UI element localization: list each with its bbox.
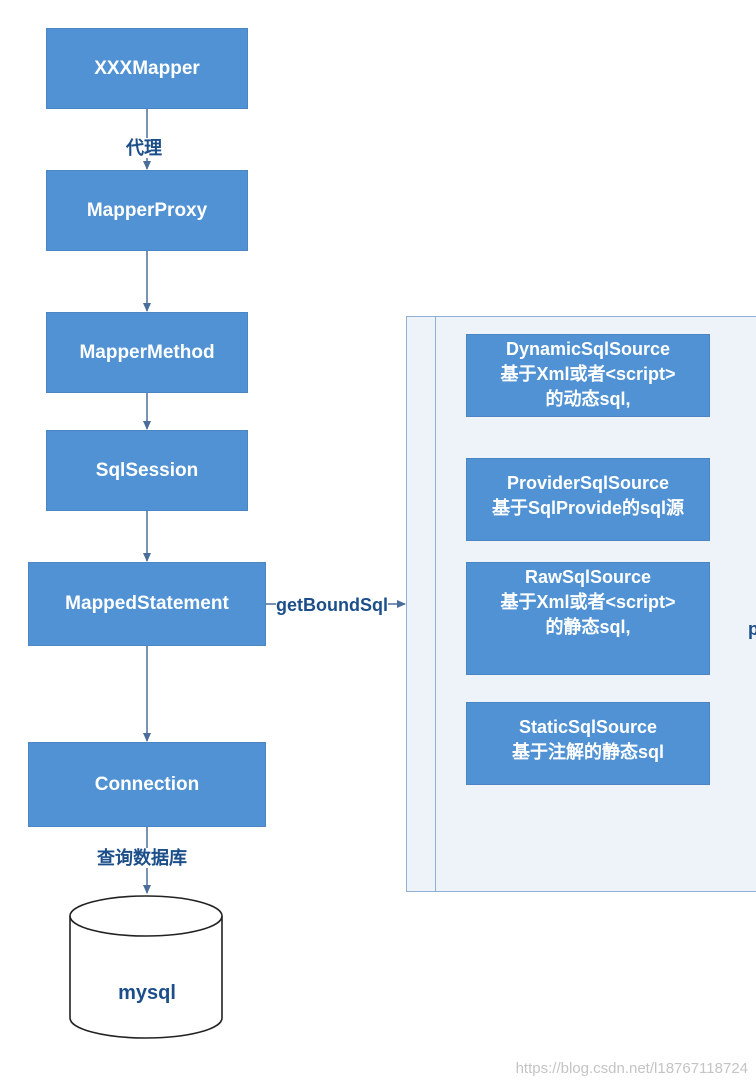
connection-node: Connection (28, 742, 266, 827)
database-cylinder-icon (69, 895, 223, 1039)
database-label: mysql (118, 982, 176, 1004)
static-sql-source-name: StaticSqlSource (518, 717, 658, 737)
dynamic-sql-source-node: DynamicSqlSource 基于Xml或者<script> 的动态sql, (466, 334, 710, 417)
query-db-edge-label: 查询数据库 (97, 848, 187, 868)
sql-source-panel-rail (435, 316, 436, 892)
raw-sql-source-desc2: 的静态sql, (545, 617, 631, 637)
mapper-method-label: MapperMethod (79, 341, 215, 363)
dynamic-sql-source-desc2: 的动态sql, (545, 389, 631, 409)
raw-sql-source-node: RawSqlSource 基于Xml或者<script> 的静态sql, (466, 562, 710, 675)
xxx-mapper-node: XXXMapper (46, 28, 248, 109)
dynamic-sql-source-name: DynamicSqlSource (505, 339, 671, 359)
static-sql-source-desc: 基于注解的静态sql (511, 742, 664, 762)
dynamic-sql-source-desc: 基于Xml或者<script> (500, 364, 676, 384)
sql-session-node: SqlSession (46, 430, 248, 511)
raw-sql-source-name: RawSqlSource (524, 567, 652, 587)
mapped-statement-node: MappedStatement (28, 562, 266, 646)
sql-session-label: SqlSession (95, 459, 199, 481)
mapper-proxy-node: MapperProxy (46, 170, 248, 251)
raw-sql-source-desc: 基于Xml或者<script> (500, 592, 676, 612)
static-sql-source-node: StaticSqlSource 基于注解的静态sql (466, 702, 710, 785)
provider-sql-source-desc: 基于SqlProvide的sql源 (491, 498, 685, 518)
provider-sql-source-node: ProviderSqlSource 基于SqlProvide的sql源 (466, 458, 710, 541)
clipped-edge-label: p (748, 619, 756, 639)
mapped-statement-label: MappedStatement (65, 593, 229, 614)
mapper-proxy-label: MapperProxy (86, 199, 208, 221)
provider-sql-source-name: ProviderSqlSource (506, 473, 670, 493)
mapper-method-node: MapperMethod (46, 312, 248, 393)
proxy-edge-label: 代理 (126, 138, 162, 158)
connection-label: Connection (94, 773, 200, 795)
xxx-mapper-label: XXXMapper (94, 57, 200, 79)
watermark-text: https://blog.csdn.net/l18767118724 (515, 1060, 748, 1077)
get-bound-sql-edge-label: getBoundSql (276, 595, 388, 615)
